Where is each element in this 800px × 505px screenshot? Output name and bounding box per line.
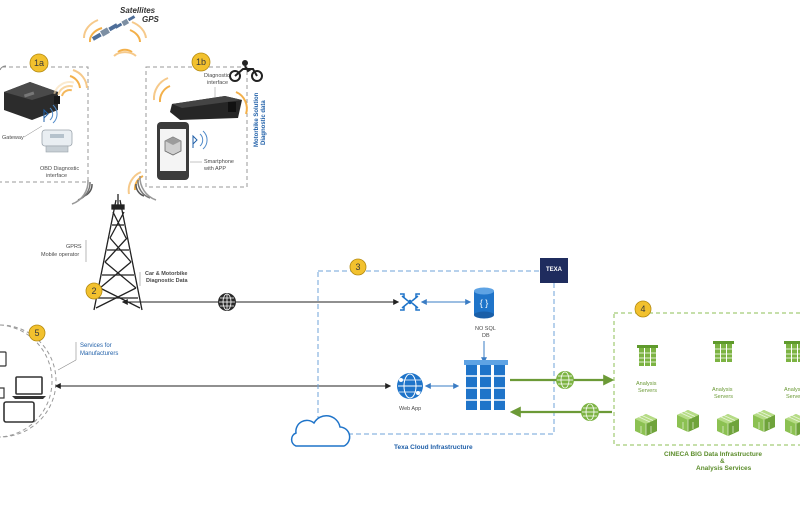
badge-1a (29, 53, 49, 73)
analysis-servers-label-line2: Servers (714, 394, 733, 400)
analysis-servers-label-line1: Analysis (784, 387, 800, 393)
section-1a: 1a Gateway OBD Diagnostic interface (0, 53, 89, 183)
webapp-label: Web App (399, 406, 421, 412)
badge-1b-label: 1b (196, 57, 206, 67)
obd-interface-icon (41, 129, 73, 153)
diagnostic-data-label: Diagnostic data (261, 100, 267, 145)
section-2: GPRS Mobile operator Car & Motorbike Dia… (41, 175, 189, 311)
section-3: 3 TEXA { } NO SQL DB (290, 258, 568, 451)
tablet-icon (3, 401, 35, 423)
data-cube-icon (752, 409, 776, 433)
data-cube-icon (784, 413, 800, 437)
laptop-icon (12, 376, 46, 399)
satellite-gps-group: Satellites GPS (82, 6, 160, 57)
cloud-icon (290, 415, 351, 447)
globe-icon (218, 293, 236, 311)
cineca-title-line1: CINECA BIG Data Infrastructure (664, 451, 762, 458)
analysis-server-icon (783, 340, 800, 363)
analysis-server-icon (712, 340, 735, 363)
svg-text:{ }: { } (480, 298, 489, 308)
services-label-line1: Services for (80, 343, 112, 349)
section-1a-frame (0, 66, 89, 183)
satellite-icon (114, 15, 136, 29)
services-label-line2: Manufacturers (80, 351, 118, 357)
section-5-frame (0, 324, 57, 438)
diagnostic-data-label: Diagnostic Data (146, 278, 189, 284)
badge-3 (349, 258, 367, 276)
badge-2-label: 2 (91, 286, 96, 296)
gprs-label: GPRS (66, 244, 82, 250)
diagnostic-interface-label-line2: interface (207, 80, 228, 86)
bluetooth-icon (43, 104, 58, 124)
motorbike-solution-label: Motorbike Solution (254, 92, 260, 147)
gateway-device-icon (4, 82, 60, 120)
smartphone-label-line1: Smartphone (204, 159, 234, 165)
nosql-label-line1: NO SQL (475, 326, 496, 332)
signal-waves-icon (71, 175, 157, 205)
motorbike-icon (229, 60, 263, 82)
badge-5 (28, 324, 46, 342)
nosql-label-line2: DB (482, 333, 490, 339)
data-cube-icon (716, 413, 740, 437)
section-3-frame (317, 270, 555, 435)
bluetooth-icon (192, 130, 208, 150)
obd-label-line1: OBD Diagnostic (40, 166, 79, 172)
obd-label-line2: interface (46, 173, 67, 179)
texa-logo-text: TEXA (546, 267, 563, 273)
badge-4 (634, 300, 652, 318)
section-4-frame (613, 312, 800, 446)
webapp-globe-icon (397, 373, 423, 399)
signal-waves-icon (82, 19, 147, 57)
section-1b: 1b Diagnostic interface (127, 52, 267, 195)
badge-4-label: 4 (640, 304, 645, 314)
satellites-label: Satellites (120, 6, 156, 15)
event-hub-icon (400, 293, 420, 311)
car-motorbike-label: Car & Motorbike (145, 271, 187, 277)
nosql-database-icon: { } (474, 287, 494, 319)
smartphone-icon (157, 122, 189, 180)
analysis-server-icon (636, 344, 659, 367)
cineca-title-line2: & (720, 458, 725, 465)
badge-1a-label: 1a (34, 58, 44, 68)
monitor-icon (0, 351, 7, 367)
smartphone-label-line2: with APP (203, 166, 226, 172)
server-cluster-icon (464, 360, 508, 410)
analysis-servers-label-line2: Servers (638, 388, 657, 394)
texa-cloud-title: Texa Cloud Infrastructure (394, 444, 473, 451)
cineca-title-line3: Analysis Services (696, 465, 752, 472)
analysis-servers-label-line2: Servers (786, 394, 800, 400)
diagnostic-interface-label-line1: Diagnostic (204, 73, 230, 79)
badge-1b (191, 52, 211, 72)
gateway-label: Gateway (2, 135, 24, 141)
globe-icon (556, 371, 574, 389)
satellite-icon (91, 23, 119, 41)
mobile-operator-label: Mobile operator (41, 252, 79, 258)
analysis-servers-label-line1: Analysis (712, 387, 733, 393)
section-4: 4 Analysis Servers Analysis Servers Anal… (613, 300, 800, 472)
badge-2 (85, 282, 103, 300)
diagnostic-dongle-icon (170, 96, 242, 120)
data-cube-icon (676, 409, 700, 433)
texa-logo (540, 258, 568, 283)
analysis-servers-label-line1: Analysis (636, 381, 657, 387)
badge-3-label: 3 (355, 262, 360, 272)
gps-label: GPS (142, 15, 160, 24)
section-5: 5 Services for Manufacturers (0, 324, 118, 438)
badge-5-label: 5 (34, 328, 39, 338)
data-cube-icon (634, 413, 658, 437)
globe-icon (581, 403, 599, 421)
